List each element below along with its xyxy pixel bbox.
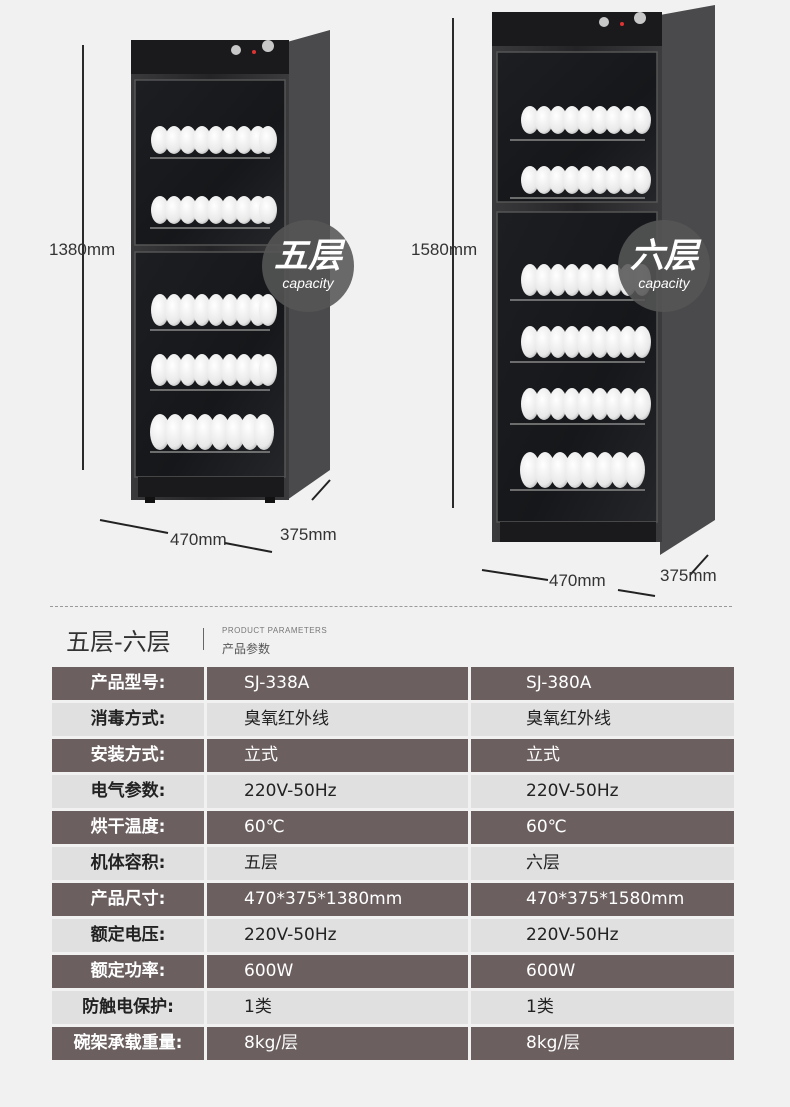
spec-value-sj380a: SJ-380A [471, 667, 734, 700]
spec-value-sj338a: 五层 [207, 847, 468, 880]
right-badge-sub: capacity [638, 275, 690, 291]
height-line-left [82, 45, 84, 470]
spec-row: 安装方式:立式立式 [52, 739, 734, 772]
spec-label: 烘干温度: [52, 811, 204, 844]
spec-label: 消毒方式: [52, 703, 204, 736]
right-cabinet [492, 5, 715, 555]
section-cn-label: 产品参数 [222, 642, 271, 656]
spec-value-sj380a: 六层 [471, 847, 734, 880]
right-height-label: 1580mm [411, 240, 478, 259]
spec-value-sj380a: 470*375*1580mm [471, 883, 734, 916]
spec-value-sj380a: 60℃ [471, 811, 734, 844]
width-line-right [481, 569, 549, 581]
spec-value-sj338a: 立式 [207, 739, 468, 772]
spec-value-sj380a: 1类 [471, 991, 734, 1024]
left-height-label: 1380mm [49, 240, 116, 259]
right-width-label: 470mm [549, 571, 606, 590]
spec-value-sj338a: 470*375*1380mm [207, 883, 468, 916]
spec-label: 产品型号: [52, 667, 204, 700]
spec-value-sj380a: 臭氧红外线 [471, 703, 734, 736]
spec-label: 防触电保护: [52, 991, 204, 1024]
width-line-left [99, 519, 169, 534]
spec-value-sj338a: 1类 [207, 991, 468, 1024]
right-capacity-badge: 六层 capacity [618, 220, 710, 312]
spec-row: 消毒方式:臭氧红外线臭氧红外线 [52, 703, 734, 736]
spec-label: 碗架承载重量: [52, 1027, 204, 1060]
spec-value-sj380a: 220V-50Hz [471, 919, 734, 952]
right-badge-main: 六层 [630, 236, 698, 276]
spec-label: 额定功率: [52, 955, 204, 988]
section-title: 五层-六层 [66, 628, 171, 656]
spec-value-sj338a: 220V-50Hz [207, 919, 468, 952]
spec-label: 安装方式: [52, 739, 204, 772]
left-capacity-badge: 五层 capacity [262, 220, 354, 312]
spec-row: 机体容积:五层六层 [52, 847, 734, 880]
spec-label: 电气参数: [52, 775, 204, 808]
spec-value-sj338a: 600W [207, 955, 468, 988]
height-line-right [452, 18, 454, 508]
left-width-label: 470mm [170, 530, 227, 549]
right-depth-label: 375mm [660, 566, 717, 585]
spec-value-sj338a: SJ-338A [207, 667, 468, 700]
left-cabinet [131, 30, 330, 503]
spec-value-sj380a: 8kg/层 [471, 1027, 734, 1060]
section-separator [203, 628, 204, 650]
product-hero: 1380mm 470mm 375mm 1580mm 470mm 375mm 五层… [49, 5, 717, 597]
spec-label: 机体容积: [52, 847, 204, 880]
spec-value-sj338a: 臭氧红外线 [207, 703, 468, 736]
spec-value-sj380a: 220V-50Hz [471, 775, 734, 808]
spec-value-sj338a: 220V-50Hz [207, 775, 468, 808]
left-badge-main: 五层 [274, 236, 342, 276]
spec-label: 产品尺寸: [52, 883, 204, 916]
left-depth-label: 375mm [280, 525, 337, 544]
dashed-divider [50, 606, 732, 607]
spec-value-sj338a: 60℃ [207, 811, 468, 844]
spec-value-sj380a: 600W [471, 955, 734, 988]
section-en-label: PRODUCT PARAMETERS [222, 626, 328, 635]
spec-value-sj338a: 8kg/层 [207, 1027, 468, 1060]
cabinet-illustration [99, 5, 715, 597]
spec-label: 额定电压: [52, 919, 204, 952]
spec-value-sj380a: 立式 [471, 739, 734, 772]
left-badge-sub: capacity [282, 275, 334, 291]
